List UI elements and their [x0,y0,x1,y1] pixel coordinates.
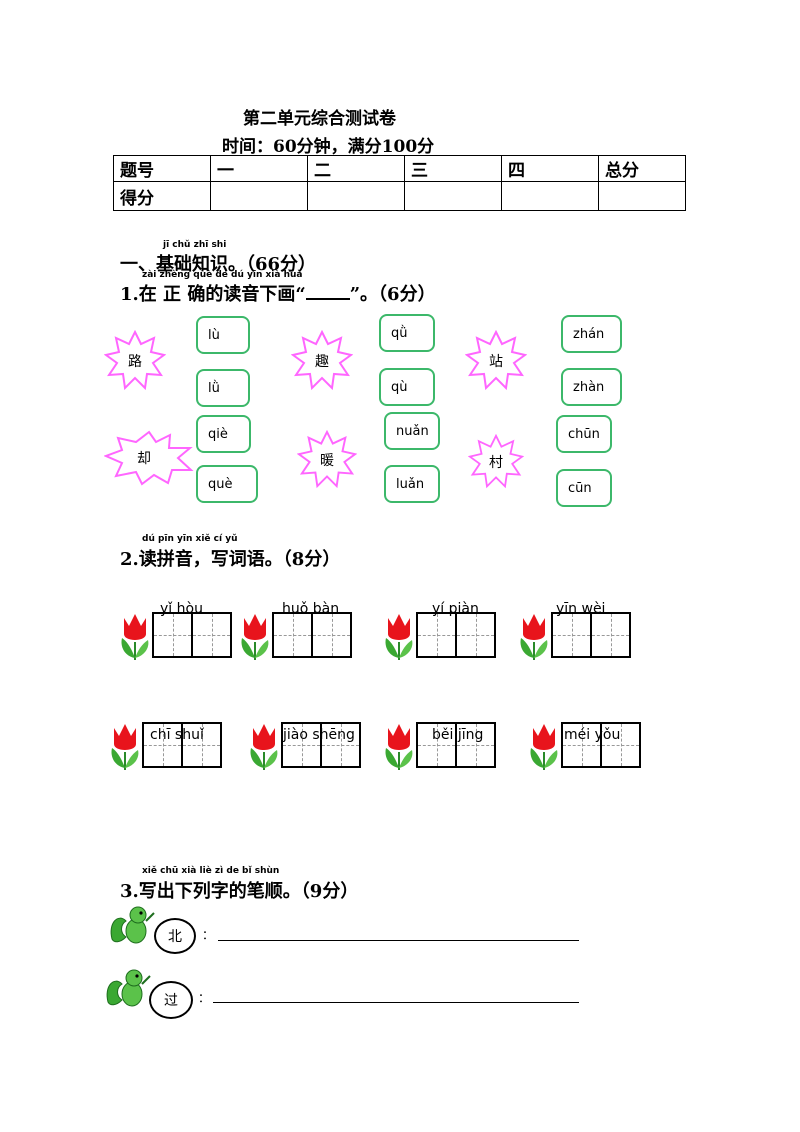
score-table: 题号 一 二 三 四 总分 得分 [113,155,686,211]
char-star-nuan: 暖 [320,453,334,469]
option-zhan4[interactable]: zhàn [561,368,622,406]
word-pinyin-6: jiào shēng [283,727,355,743]
score-table-label: 得分 [113,181,211,211]
score-cell-input[interactable] [404,181,502,211]
squirrel-icon [110,906,155,944]
char-star-qu: 趣 [315,354,329,370]
score-table-cell: 一 [210,155,308,182]
colon: ： [198,991,211,1005]
char-star-que: 却 [137,451,151,467]
option-lu4[interactable]: lù [196,316,250,354]
stroke-char-guo: 过 [149,981,193,1019]
option-zhan2[interactable]: zhán [561,315,622,353]
score-cell-input[interactable] [307,181,405,211]
writing-grid-4[interactable] [551,612,631,658]
page-subtitle: 时间：60分钟，满分100分 [222,137,435,157]
word-pinyin-5: chī shuǐ [150,727,204,743]
grid-cell[interactable] [320,722,361,768]
char-star-lu: 路 [128,354,142,370]
tulip-icon [250,724,278,770]
option-qie4[interactable]: qiè [196,415,251,453]
word-pinyin-2: huǒ bàn [282,601,340,617]
writing-grid-6[interactable] [281,722,361,768]
answer-line-2[interactable] [213,1002,579,1003]
score-cell-input[interactable] [598,181,686,211]
star-shape [297,430,357,489]
q1-title-b: ”。（6分） [349,284,436,305]
option-chun1[interactable]: chūn [556,415,612,453]
word-pinyin-8: méi yǒu [564,727,621,743]
writing-grid-3[interactable] [416,612,496,658]
tulip-icon [520,614,548,660]
option-qu4[interactable]: qù [379,368,435,406]
stroke-char-bei: 北 [154,918,196,954]
q1-title: 1.在 正 确的读音下画“ ”。（6分） [120,280,436,306]
tulip-icon [385,724,413,770]
q1-pinyin: zài zhèng què de dú yīn xià huà [142,270,303,280]
q3-title: 3.写出下列字的笔顺。（9分） [120,881,359,902]
answer-line-1[interactable] [218,940,579,941]
option-que4[interactable]: què [196,465,258,503]
star-shape [104,330,166,391]
grid-cell[interactable] [191,612,232,658]
page-title: 第二单元综合测试卷 [243,109,396,129]
char-star-zhan: 站 [489,354,503,370]
writing-grid-1[interactable] [152,612,232,658]
writing-grid-2[interactable] [272,612,352,658]
word-pinyin-7: běi jīng [432,727,484,743]
grid-cell[interactable] [455,722,496,768]
score-table-cell: 总分 [598,155,686,182]
star-shape [104,430,194,486]
grid-cell[interactable] [181,722,222,768]
q3-pinyin: xiě chū xià liè zì de bǐ shùn [142,866,280,876]
tulip-icon [241,614,269,660]
section1-pinyin: jī chǔ zhī shi [163,240,227,250]
star-shape [291,330,353,391]
tulip-icon [530,724,558,770]
grid-cell[interactable] [311,612,352,658]
score-table-cell: 二 [307,155,405,182]
grid-cell[interactable] [152,612,193,658]
grid-cell[interactable] [600,722,641,768]
section1-title: 一、基础知识。（66分） [120,254,317,275]
tulip-icon [385,614,413,660]
score-table-cell: 四 [501,155,599,182]
score-cell-input[interactable] [501,181,599,211]
option-qv4[interactable]: qǜ [379,314,435,352]
option-nuan3[interactable]: nuǎn [384,412,440,450]
word-pinyin-4: yīn wèi [556,601,606,617]
tulip-icon [121,614,149,660]
grid-cell[interactable] [416,612,457,658]
option-cun1[interactable]: cūn [556,469,612,507]
q2-title: 2.读拼音，写词语。（8分） [120,549,341,570]
q1-title-a: 1.在 正 确的读音下画“ [120,284,306,305]
grid-cell[interactable] [590,612,631,658]
score-cell-input[interactable] [210,181,308,211]
word-pinyin-1: yǐ hòu [160,601,203,617]
grid-cell[interactable] [551,612,592,658]
grid-cell[interactable] [272,612,313,658]
q2-pinyin: dú pīn yīn xiě cí yǔ [142,534,238,544]
writing-grid-8[interactable] [561,722,641,768]
star-shape [468,434,524,489]
word-pinyin-3: yí piàn [432,601,479,617]
tulip-icon [111,724,139,770]
star-shape [465,330,527,391]
colon: ： [202,928,215,942]
score-table-cell: 题号 [113,155,211,182]
score-table-cell: 三 [404,155,502,182]
option-luan3[interactable]: luǎn [384,465,440,503]
writing-grid-7[interactable] [416,722,496,768]
option-lv4[interactable]: lǜ [196,369,250,407]
writing-grid-5[interactable] [142,722,222,768]
grid-cell[interactable] [455,612,496,658]
squirrel-icon [106,969,151,1007]
char-star-cun: 村 [489,455,503,471]
